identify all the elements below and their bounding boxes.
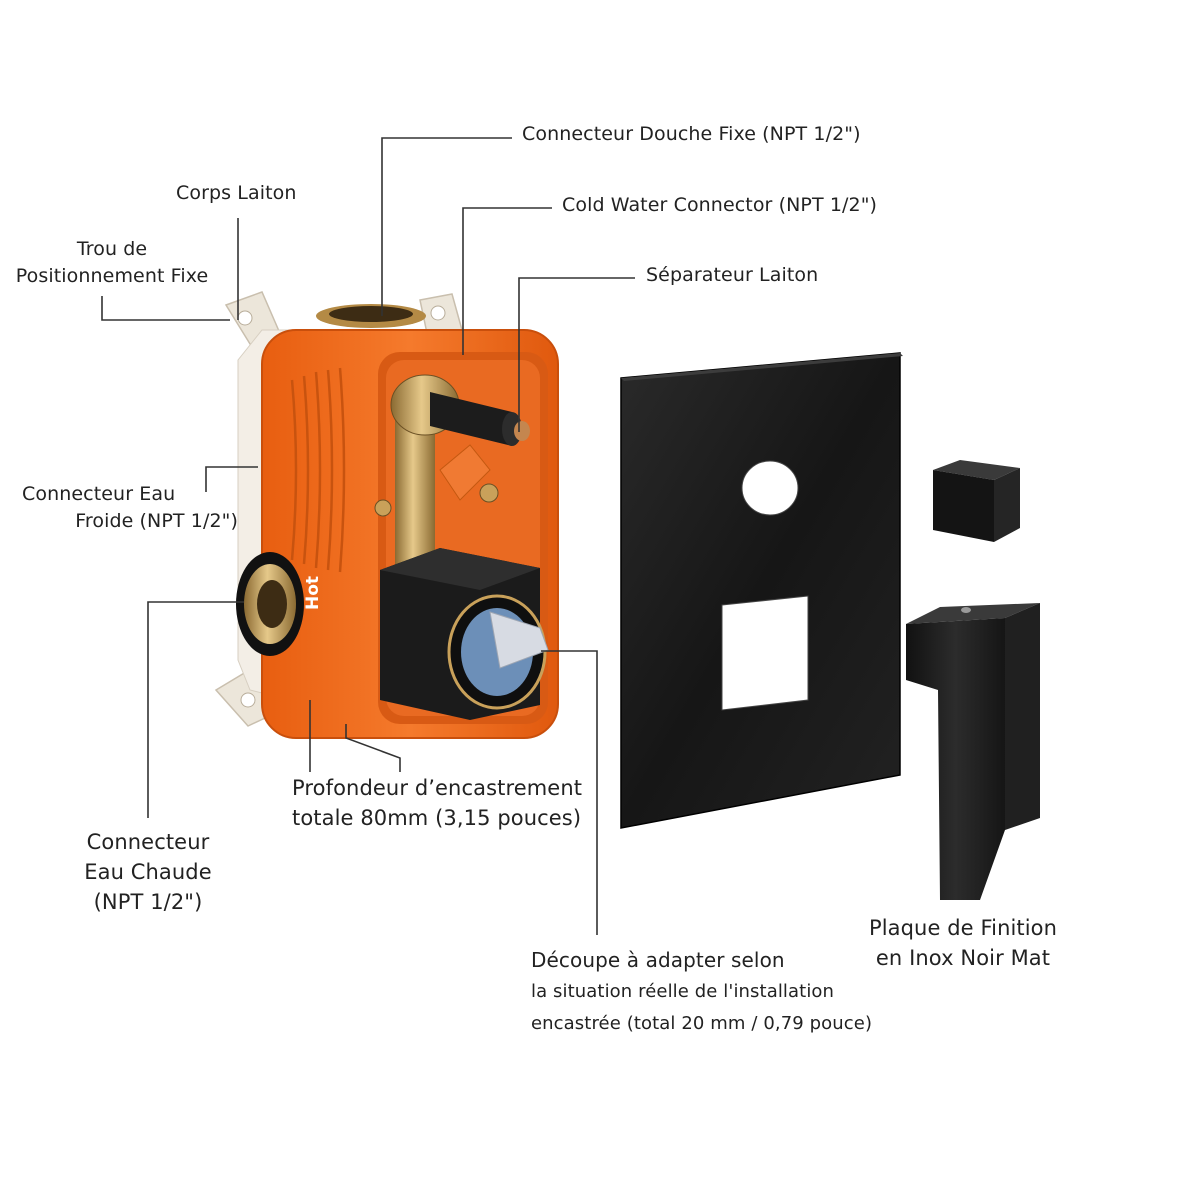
- label-eau-chaude-line3: (NPT 1/2"): [48, 887, 248, 917]
- label-corps-laiton: Corps Laiton: [176, 180, 297, 207]
- label-eau-chaude-line1: Connecteur: [48, 827, 248, 857]
- hot-water-connector: [236, 552, 304, 656]
- label-plaque: Plaque de Finition en Inox Noir Mat: [852, 913, 1074, 973]
- label-trou: Trou de Positionnement Fixe: [14, 236, 210, 290]
- label-eau-froide-line1: Connecteur Eau: [22, 481, 238, 508]
- label-profondeur-line1: Profondeur d’encastrement: [292, 773, 582, 803]
- label-douche-fixe: Connecteur Douche Fixe (NPT 1/2"): [522, 121, 861, 148]
- label-eau-froide: Connecteur Eau Froide (NPT 1/2"): [22, 481, 238, 535]
- label-decoupe: Découpe à adapter selon la situation rée…: [531, 944, 872, 1040]
- label-separateur: Séparateur Laiton: [646, 262, 818, 289]
- label-plaque-line1: Plaque de Finition: [852, 913, 1074, 943]
- label-decoupe-line3: encastrée (total 20 mm / 0,79 pouce): [531, 1008, 872, 1040]
- label-profondeur-line2: totale 80mm (3,15 pouces): [292, 803, 582, 833]
- top-shower-connector: [316, 304, 426, 328]
- handle-cap: [933, 460, 1020, 542]
- label-profondeur: Profondeur d’encastrement totale 80mm (3…: [292, 773, 582, 833]
- plate-cutout: [722, 596, 808, 710]
- label-trou-line1: Trou de: [14, 236, 210, 263]
- finishing-plate: [621, 353, 903, 828]
- label-plaque-line2: en Inox Noir Mat: [852, 943, 1074, 973]
- cartridge-block: [380, 548, 548, 720]
- label-eau-froide-line2: Froide (NPT 1/2"): [22, 508, 238, 535]
- box-print-hot: Hot: [303, 576, 323, 610]
- label-decoupe-line1: Découpe à adapter selon: [531, 944, 872, 976]
- label-trou-line2: Positionnement Fixe: [14, 263, 210, 290]
- label-cold-water: Cold Water Connector (NPT 1/2"): [562, 192, 877, 219]
- label-eau-chaude: Connecteur Eau Chaude (NPT 1/2"): [48, 827, 248, 917]
- label-decoupe-line2: la situation réelle de l'installation: [531, 976, 872, 1008]
- lever-handle: [906, 603, 1040, 900]
- label-eau-chaude-line2: Eau Chaude: [48, 857, 248, 887]
- plate-hole: [742, 461, 798, 515]
